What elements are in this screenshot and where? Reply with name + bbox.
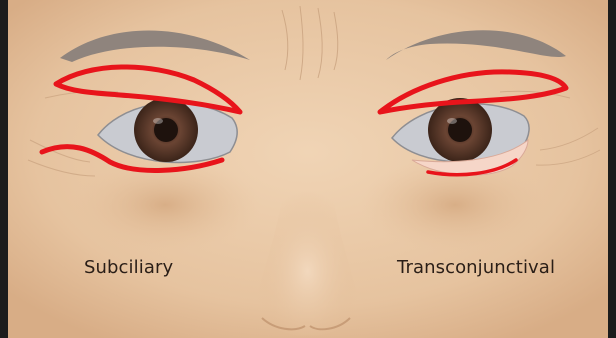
label-transconjunctival: Transconjunctival (397, 257, 555, 278)
label-subciliary: Subciliary (84, 257, 173, 278)
